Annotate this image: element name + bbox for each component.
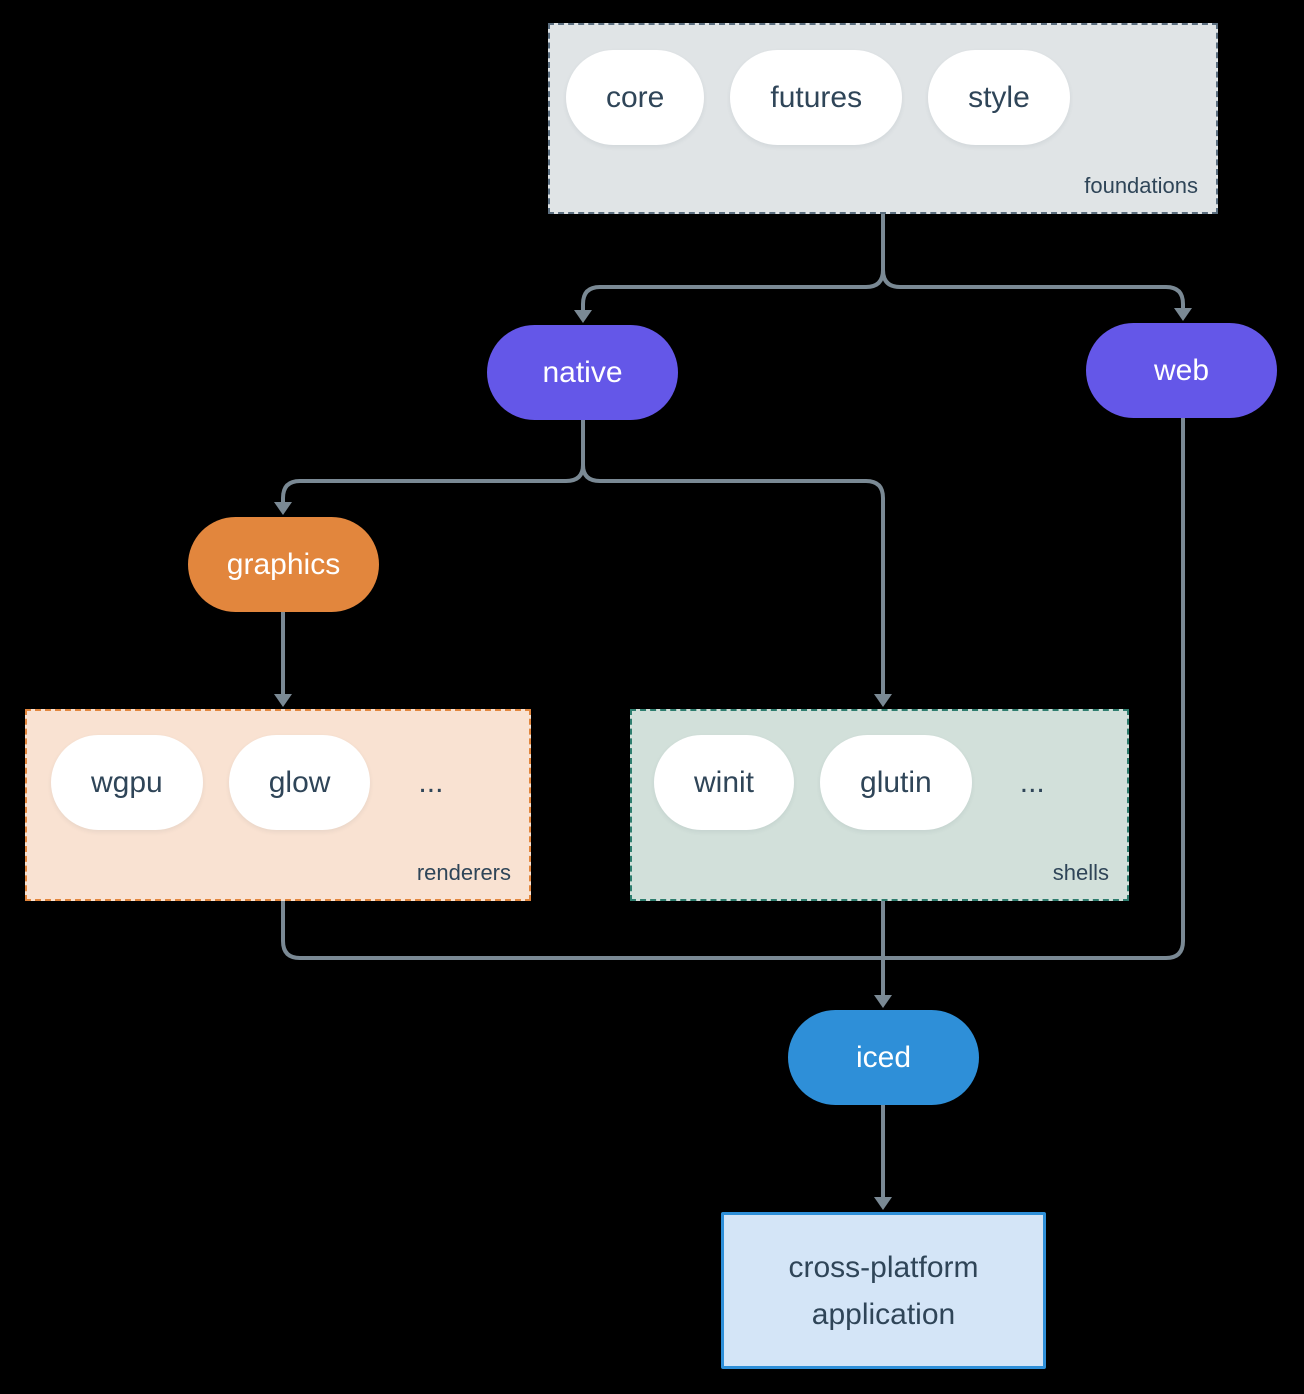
- node-graphics: graphics: [188, 517, 379, 612]
- arrowhead-iced: [874, 995, 892, 1008]
- foundations-group: core futures style foundations: [548, 23, 1218, 214]
- renderers-group: wgpu glow ... renderers: [25, 709, 531, 901]
- renderers-pill-row: wgpu glow ...: [51, 735, 443, 830]
- node-glutin: glutin: [820, 735, 972, 830]
- node-web: web: [1086, 323, 1277, 418]
- node-cross-platform-application: cross-platform application: [721, 1212, 1046, 1369]
- edge-renderers-iced: [281, 901, 883, 960]
- edge-native-shells: [581, 420, 885, 694]
- arrowhead-shells: [874, 694, 892, 707]
- node-native: native: [487, 325, 678, 420]
- arrowhead-graphics: [274, 502, 292, 515]
- edge-foundations-web: [881, 214, 1185, 308]
- renderers-label: renderers: [416, 860, 511, 885]
- arrowhead-native: [574, 310, 592, 323]
- arrowhead-application: [874, 1197, 892, 1210]
- edge-web-iced: [883, 418, 1185, 960]
- arrowhead-web: [1174, 308, 1192, 321]
- arrowhead-renderers: [274, 694, 292, 707]
- shells-label: shells: [1052, 860, 1109, 885]
- foundations-pill-row: core futures style: [566, 50, 1070, 145]
- shells-pill-row: winit glutin ...: [654, 735, 1045, 830]
- shells-ellipsis: ...: [1019, 765, 1045, 799]
- node-iced: iced: [788, 1010, 979, 1105]
- node-core: core: [566, 50, 705, 145]
- node-wgpu: wgpu: [51, 735, 203, 830]
- shells-group: winit glutin ... shells: [630, 709, 1129, 901]
- node-winit: winit: [654, 735, 795, 830]
- node-style: style: [928, 50, 1070, 145]
- edge-native-graphics: [281, 420, 585, 502]
- foundations-label: foundations: [1084, 173, 1198, 198]
- node-futures: futures: [730, 50, 903, 145]
- node-glow: glow: [228, 735, 371, 830]
- renderers-ellipsis: ...: [418, 765, 444, 799]
- edge-foundations-native: [581, 214, 885, 310]
